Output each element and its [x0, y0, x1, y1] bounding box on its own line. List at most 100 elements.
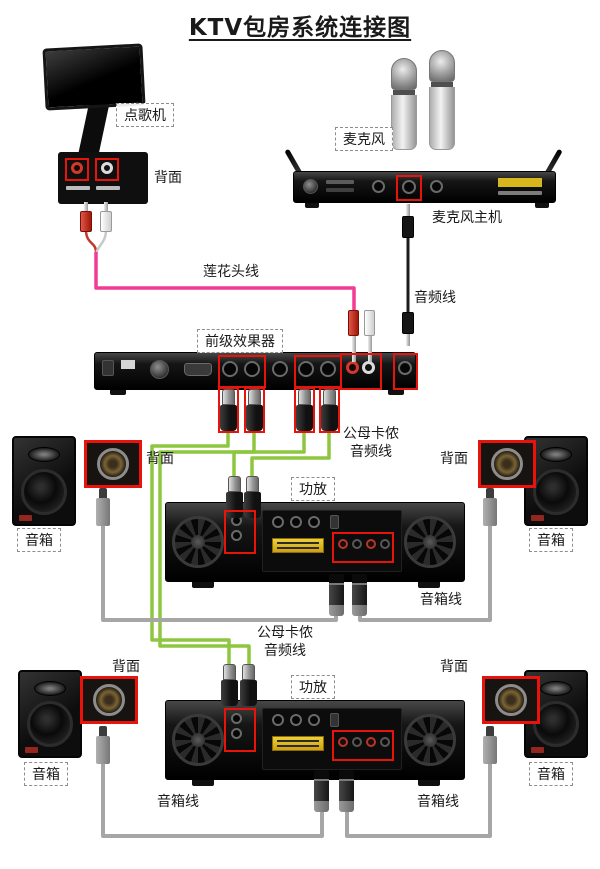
- mic-body: [429, 87, 455, 150]
- rca-wire-red: [84, 229, 98, 253]
- mic-head: [391, 58, 417, 90]
- mic-head: [429, 50, 455, 82]
- amp2-caution-sticker: [272, 736, 324, 751]
- amp1-panel-jack-2: [290, 516, 302, 528]
- effects-rca-input-highlight: [340, 353, 382, 390]
- amp2-output-highlight: [332, 730, 394, 761]
- rca-plug-body: [348, 310, 359, 336]
- wireless-microphone-2: [429, 50, 455, 150]
- sticker-line: [277, 542, 319, 544]
- song-machine-back-label: 背面: [154, 170, 182, 186]
- amp2-foot: [192, 780, 214, 786]
- effects-unit-label: 前级效果器: [197, 329, 283, 353]
- effects-line-input-jack: [398, 361, 412, 375]
- xlr-cable-label-line2: 音频线: [264, 642, 306, 659]
- xlr-top: [298, 389, 311, 405]
- speaker-label-1-left: 音箱: [17, 528, 61, 552]
- amp2-binding-post-black-1: [352, 737, 362, 747]
- panel-text-bar: [66, 186, 90, 190]
- back-label-1-right: 背面: [440, 451, 468, 467]
- rca-plug-tip: [84, 202, 88, 211]
- speaker-1-left: [12, 436, 76, 526]
- song-machine-label: 点歌机: [116, 103, 174, 127]
- amp1-fan-left: [172, 516, 224, 568]
- plug-cap: [339, 770, 354, 779]
- amp2-switch: [330, 713, 339, 727]
- speaker-plug-2-right: [483, 726, 497, 764]
- song-machine-back-panel: [58, 152, 148, 204]
- rca-plug-body: [364, 310, 375, 336]
- amp2-foot: [418, 780, 440, 786]
- rca-output-left-highlight: [65, 158, 89, 181]
- amp1-binding-post-red-1: [338, 539, 348, 549]
- speaker-woofer: [27, 701, 73, 747]
- speakon-plug-2a: [314, 770, 329, 812]
- amp1-foot: [418, 582, 440, 588]
- xlr-top: [222, 389, 235, 405]
- rca-plug-white-top: [100, 202, 112, 232]
- effects-xlr-jack-1: [222, 361, 238, 377]
- xlr-top: [323, 389, 336, 405]
- rca-plug-body: [100, 211, 112, 232]
- speaker-plug-1-right: [483, 488, 497, 526]
- rca-plug-body: [80, 211, 92, 232]
- rca-plug-tip: [367, 336, 372, 362]
- amp2-binding-post-black-2: [380, 737, 390, 747]
- plug-body: [402, 312, 414, 334]
- page-title: KTV包房系统连接图: [188, 15, 412, 41]
- receiver-display-bar: [326, 188, 354, 192]
- speakon-socket: [495, 684, 527, 716]
- effects-xlr-jack-3: [272, 361, 288, 377]
- plug-boot: [352, 605, 367, 616]
- plug-body: [352, 583, 367, 605]
- speaker-logo: [531, 515, 544, 521]
- plug-tip: [99, 726, 107, 736]
- plug-tip: [486, 726, 494, 736]
- receiver-mic-output-highlight: [396, 175, 422, 201]
- speaker-backplate-2-left: [80, 676, 138, 724]
- rca-jack-white: [101, 162, 113, 174]
- rca-plug-tip: [351, 336, 356, 362]
- amp1-output-highlight: [332, 532, 394, 563]
- receiver-output-jack-2: [402, 180, 416, 194]
- speaker-cable-2-right: [345, 764, 492, 838]
- speaker-woofer: [21, 469, 67, 515]
- effects-xlr-jack-4: [298, 361, 314, 377]
- mic-receiver-label: 麦克风主机: [432, 210, 502, 226]
- amp1-fan-right: [404, 516, 456, 568]
- amplifier-1-label: 功放: [291, 477, 335, 501]
- plug-tip: [486, 488, 494, 498]
- effects-output-highlight-2: [294, 355, 342, 388]
- speaker-tweeter: [34, 681, 66, 696]
- xlr-body: [221, 680, 238, 706]
- mic-body: [391, 95, 417, 150]
- xlr-body: [220, 405, 237, 431]
- speaker-label-2-right: 音箱: [529, 762, 573, 786]
- amp2-xlr-plug-a: [221, 664, 238, 706]
- amp2-input-jack-2: [231, 728, 242, 739]
- plug-body: [402, 216, 414, 238]
- speaker-backplate-1-right: [478, 440, 536, 488]
- xlr-connector-1: [218, 387, 239, 433]
- amp1-foot: [192, 582, 214, 588]
- plug-cap: [329, 574, 344, 583]
- speaker-backplate-2-right: [482, 676, 540, 724]
- receiver-text-bar: [498, 191, 542, 195]
- speakon-socket: [97, 448, 129, 480]
- amp1-panel-jack-1: [272, 516, 284, 528]
- back-label-2-right: 背面: [440, 659, 468, 675]
- audio-plug-top: [402, 204, 414, 238]
- plug-body: [96, 498, 110, 526]
- speaker-cable-2-left: [101, 764, 324, 838]
- speakon-plug-1b: [352, 574, 367, 616]
- speaker-plug-1-left: [96, 488, 110, 526]
- amp2-panel-jack-2: [290, 714, 302, 726]
- audio-plug-bottom: [402, 312, 414, 346]
- xlr-body: [240, 680, 257, 706]
- receiver-foot: [535, 203, 549, 208]
- amp2-panel-jack-1: [272, 714, 284, 726]
- effects-rca-jack-red: [346, 361, 359, 374]
- speaker-backplate-1-left: [84, 440, 142, 488]
- xlr-connector-2: [244, 387, 265, 433]
- xlr-top: [246, 476, 259, 492]
